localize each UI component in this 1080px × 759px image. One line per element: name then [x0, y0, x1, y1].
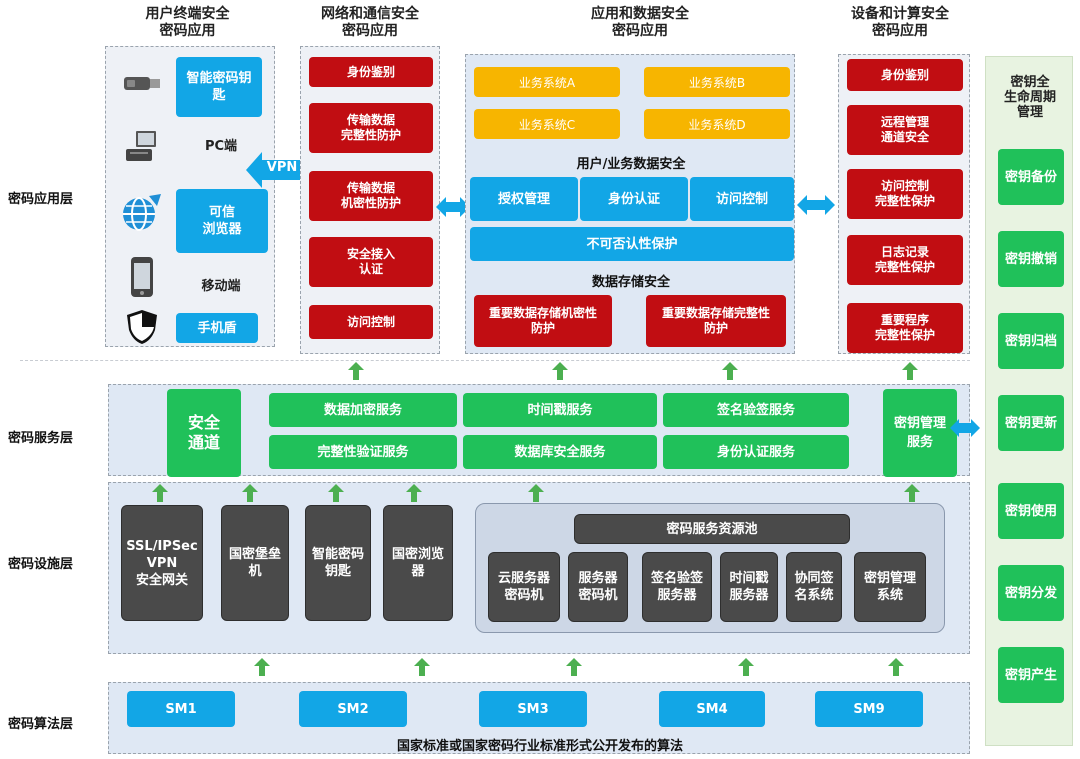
- infra-gm-browser: 国密浏览 器: [383, 505, 453, 621]
- shield-icon: [122, 307, 162, 347]
- identity-authentication: 身份认证: [580, 177, 688, 221]
- up-arrow: [414, 658, 430, 676]
- globe-icon: [116, 187, 166, 237]
- pool-signature-server: 签名验签 服务器: [642, 552, 712, 622]
- service-signature: 签名验签服务: [663, 393, 849, 427]
- pc-label: PC端: [204, 139, 238, 154]
- algorithm-caption: 国家标准或国家密码行业标准形式公开发布的算法: [396, 739, 683, 754]
- pool-collaborative-signature: 协同签 名系统: [786, 552, 842, 622]
- non-repudiation: 不可否认性保护: [470, 227, 794, 261]
- device-item-identity: 身份鉴别: [847, 59, 963, 91]
- network-item-secure-access: 安全接入 认证: [309, 237, 433, 287]
- up-arrow: [902, 362, 918, 380]
- app-column-title: 应用和数据安全 密码应用: [591, 6, 689, 39]
- user-data-security-title: 用户/业务数据安全: [576, 157, 686, 172]
- device-panel: 身份鉴别 远程管理 通道安全 访问控制 完整性保护 日志记录 完整性保护 重要程…: [838, 54, 970, 354]
- pc-icon: [120, 125, 164, 169]
- network-app-arrow: [436, 196, 470, 218]
- up-arrow: [348, 362, 364, 380]
- service-identity-auth: 身份认证服务: [663, 435, 849, 469]
- up-arrow: [722, 362, 738, 380]
- network-column-title: 网络和通信安全 密码应用: [321, 6, 419, 39]
- pool-server-crypto-machine: 服务器 密码机: [568, 552, 628, 622]
- layer-separator: [20, 360, 970, 361]
- device-item-remote-channel: 远程管理 通道安全: [847, 105, 963, 155]
- business-system-b: 业务系统B: [644, 67, 790, 97]
- key-lifecycle-title: 密钥全 生命周期 管理: [1003, 75, 1056, 120]
- up-arrow: [552, 362, 568, 380]
- device-column-title: 设备和计算安全 密码应用: [851, 6, 949, 39]
- service-timestamp: 时间戳服务: [463, 393, 657, 427]
- app-panel: 业务系统A 业务系统B 业务系统C 业务系统D 用户/业务数据安全 授权管理 身…: [465, 54, 795, 354]
- key-management-service: 密钥管理 服务: [883, 389, 957, 477]
- secure-channel: 安全 通道: [167, 389, 241, 477]
- network-item-transport-confidentiality: 传输数据 机密性防护: [309, 171, 433, 221]
- auth-management: 授权管理: [470, 177, 578, 221]
- pool-timestamp-server: 时间戳 服务器: [720, 552, 778, 622]
- infra-vpn-gateway: SSL/IPSec VPN 安全网关: [121, 505, 203, 621]
- business-system-c: 业务系统C: [474, 109, 620, 139]
- algo-sm2: SM2: [299, 691, 407, 727]
- lifecycle-key-archive: 密钥归档: [998, 313, 1064, 369]
- network-item-identity: 身份鉴别: [309, 57, 433, 87]
- up-arrow: [254, 658, 270, 676]
- up-arrow: [888, 658, 904, 676]
- storage-security-title: 数据存储安全: [591, 275, 670, 290]
- network-item-access-control: 访问控制: [309, 305, 433, 339]
- algo-sm9: SM9: [815, 691, 923, 727]
- terminal-column-title: 用户终端安全 密码应用: [145, 6, 230, 39]
- layer-label-application: 密码应用层: [8, 192, 74, 207]
- pool-key-management-system: 密钥管理 系统: [854, 552, 926, 622]
- lifecycle-key-generate: 密钥产生: [998, 647, 1064, 703]
- lifecycle-key-update: 密钥更新: [998, 395, 1064, 451]
- infra-smart-key: 智能密码 钥匙: [305, 505, 371, 621]
- device-item-program-integrity: 重要程序 完整性保护: [847, 303, 963, 353]
- lifecycle-key-backup: 密钥备份: [998, 149, 1064, 205]
- algo-sm1: SM1: [127, 691, 235, 727]
- infra-bastion-host: 国密堡垒 机: [221, 505, 289, 621]
- service-database-security: 数据库安全服务: [463, 435, 657, 469]
- business-system-a: 业务系统A: [474, 67, 620, 97]
- terminal-panel: 智能密码钥 匙 PC端 可信 浏览器 移动端: [105, 46, 275, 347]
- network-item-transport-integrity: 传输数据 完整性防护: [309, 103, 433, 153]
- phone-shield-box: 手机盾: [176, 313, 258, 343]
- lifecycle-key-revoke: 密钥撤销: [998, 231, 1064, 287]
- service-layer-panel: 安全 通道 数据加密服务 时间戳服务 签名验签服务 完整性验证服务 数据库安全服…: [108, 384, 970, 477]
- pool-cloud-crypto-machine: 云服务器 密码机: [488, 552, 560, 622]
- business-system-d: 业务系统D: [644, 109, 790, 139]
- mobile-label: 移动端: [201, 279, 241, 294]
- up-arrow: [738, 658, 754, 676]
- service-lifecycle-arrow: [950, 418, 980, 438]
- device-item-log-integrity: 日志记录 完整性保护: [847, 235, 963, 285]
- algo-sm3: SM3: [479, 691, 587, 727]
- usb-key-icon: [120, 63, 164, 103]
- mobile-phone-icon: [124, 253, 160, 301]
- device-item-access-control: 访问控制 完整性保护: [847, 169, 963, 219]
- layer-label-service: 密码服务层: [8, 431, 74, 446]
- storage-confidentiality: 重要数据存储机密性 防护: [474, 295, 612, 347]
- trusted-browser-box: 可信 浏览器: [176, 189, 268, 253]
- lifecycle-key-use: 密钥使用: [998, 483, 1064, 539]
- layer-label-infrastructure: 密码设施层: [8, 557, 74, 572]
- service-data-encryption: 数据加密服务: [269, 393, 457, 427]
- service-resource-pool: 密码服务资源池 云服务器 密码机 服务器 密码机 签名验签 服务器 时间戳 服务…: [475, 503, 945, 633]
- access-control: 访问控制: [690, 177, 794, 221]
- smart-key-box: 智能密码钥 匙: [176, 57, 262, 117]
- lifecycle-key-distribute: 密钥分发: [998, 565, 1064, 621]
- infrastructure-layer-panel: SSL/IPSec VPN 安全网关 国密堡垒 机 智能密码 钥匙 国密浏览 器…: [108, 482, 970, 654]
- app-device-arrow: [797, 194, 835, 216]
- up-arrow: [566, 658, 582, 676]
- vpn-label: VPN: [266, 160, 298, 175]
- service-integrity: 完整性验证服务: [269, 435, 457, 469]
- resource-pool-title: 密码服务资源池: [574, 514, 850, 544]
- storage-integrity: 重要数据存储完整性 防护: [646, 295, 786, 347]
- algo-sm4: SM4: [659, 691, 765, 727]
- key-lifecycle-panel: 密钥全 生命周期 管理 密钥备份 密钥撤销 密钥归档 密钥更新 密钥使用 密钥分…: [985, 56, 1073, 746]
- network-panel: 身份鉴别 传输数据 完整性防护 传输数据 机密性防护 安全接入 认证 访问控制: [300, 46, 440, 354]
- algorithm-layer-panel: SM1 SM2 SM3 SM4 SM9 国家标准或国家密码行业标准形式公开发布的…: [108, 682, 970, 754]
- layer-label-algorithm: 密码算法层: [8, 717, 74, 732]
